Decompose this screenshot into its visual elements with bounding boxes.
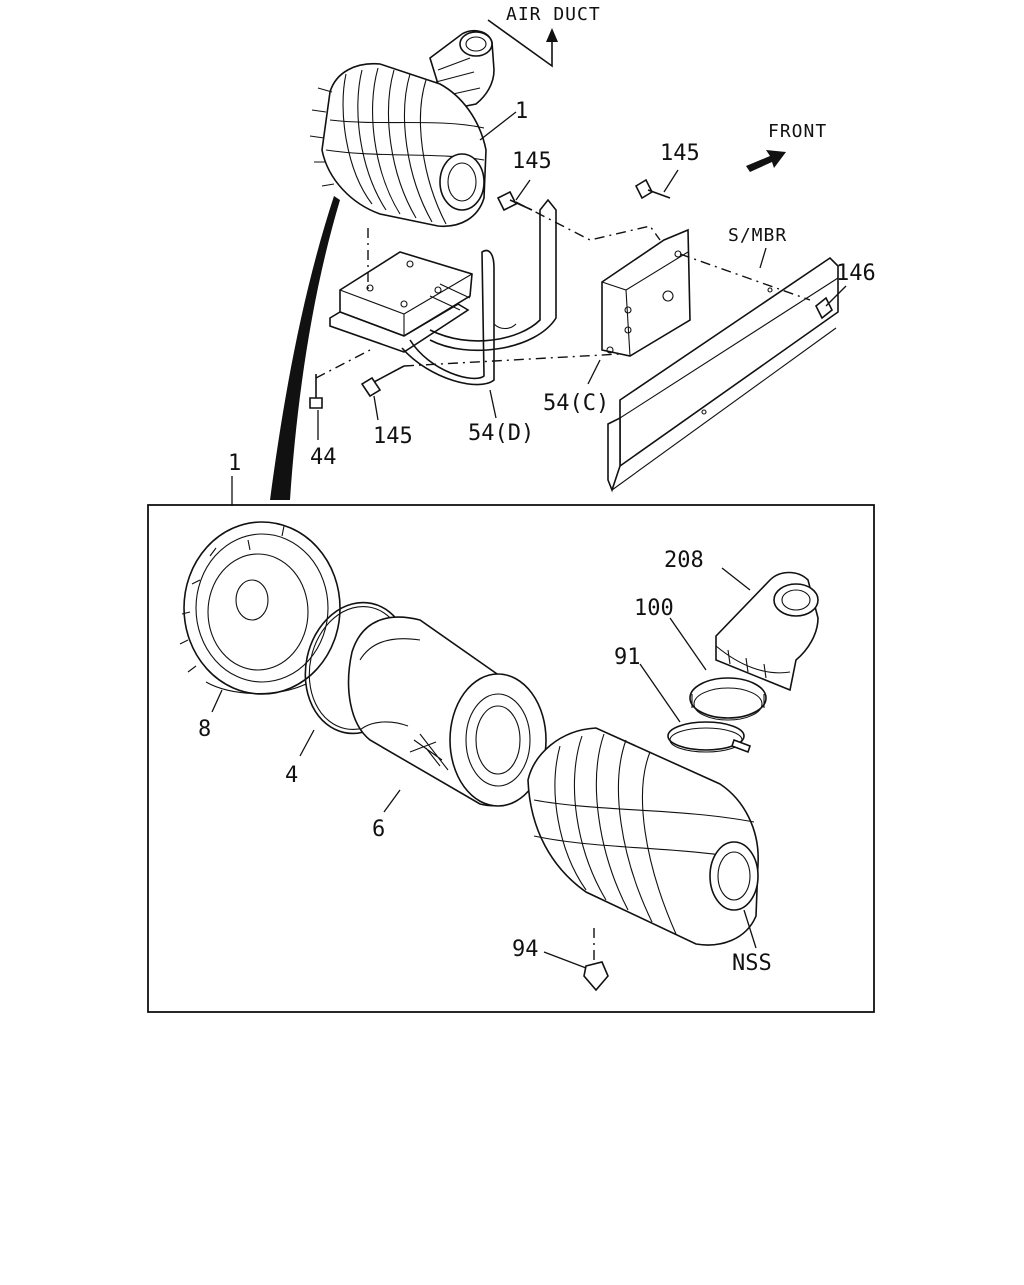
label-part-44: 44 (310, 445, 337, 470)
label-part-1-top: 1 (515, 99, 528, 124)
bolt-145-b-icon (634, 178, 671, 200)
label-part-8: 8 (198, 717, 211, 742)
label-part-145-b: 145 (660, 141, 700, 166)
label-part-54d: 54(D) (468, 421, 534, 446)
label-part-146: 146 (836, 261, 876, 286)
filter-element-6 (347, 616, 547, 807)
front-arrow-icon (746, 150, 786, 172)
detail-callout-arrow (270, 196, 340, 500)
detail-frame (147, 504, 875, 1013)
label-part-91: 91 (614, 645, 641, 670)
seal-ring-100 (689, 677, 767, 721)
bracket-54c (601, 228, 691, 357)
dust-valve-94 (583, 928, 609, 992)
air-duct-208 (715, 571, 819, 692)
bolt-145-c-icon (360, 365, 405, 398)
label-s-mbr: S/MBR (728, 225, 787, 246)
cover-8 (179, 521, 341, 695)
label-part-4: 4 (285, 763, 298, 788)
clamp-91 (667, 721, 752, 754)
strap-54d (401, 198, 557, 386)
label-part-54c: 54(C) (543, 391, 609, 416)
bolt-44-icon (309, 374, 323, 409)
label-part-100: 100 (634, 596, 674, 621)
air-cleaner-assembly-top (309, 29, 495, 227)
label-air-duct: AIR DUCT (506, 4, 601, 25)
label-part-208: 208 (664, 548, 704, 573)
nut-146-icon (814, 296, 834, 320)
label-part-145-a: 145 (512, 149, 552, 174)
air-duct-arrow (487, 19, 558, 68)
label-part-1-box: 1 (228, 451, 241, 476)
air-cleaner-housing (527, 727, 759, 946)
side-member (607, 256, 839, 493)
label-part-6: 6 (372, 817, 385, 842)
bolt-145-a-icon (496, 190, 533, 212)
label-part-94: 94 (512, 937, 539, 962)
label-nss: NSS (732, 951, 772, 976)
mount-bracket (329, 251, 473, 353)
label-part-145-c: 145 (373, 424, 413, 449)
label-front: FRONT (768, 121, 827, 142)
